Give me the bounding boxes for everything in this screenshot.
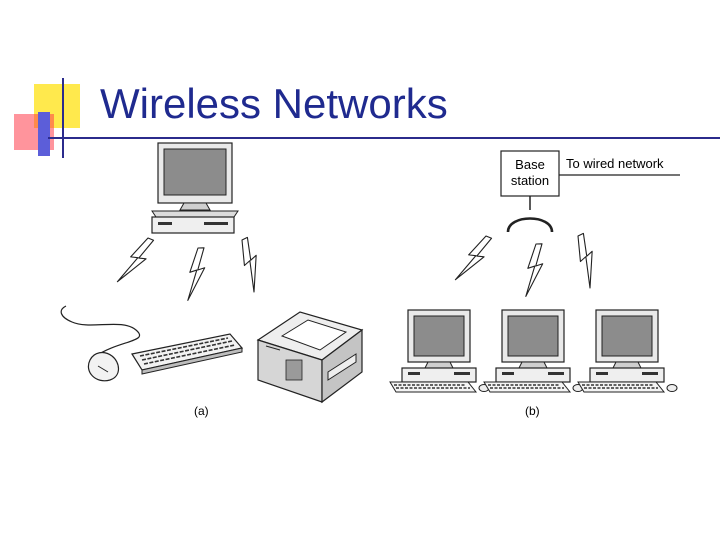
wired-network-label: To wired network — [566, 156, 664, 171]
lightning-icon — [566, 232, 607, 289]
base-station-label-line1: Base — [515, 157, 545, 172]
computer-icon — [389, 309, 490, 393]
base-station-label-line2: station — [511, 173, 549, 188]
computer-icon — [151, 142, 239, 234]
caption-a: (a) — [194, 404, 209, 418]
deco-vertical-line — [62, 78, 64, 158]
lightning-icon — [185, 247, 207, 301]
caption-b: (b) — [525, 404, 540, 418]
computer-icon — [577, 309, 678, 393]
keyboard-icon — [131, 333, 244, 375]
slide-title: Wireless Networks — [100, 80, 448, 127]
mouse-icon — [60, 305, 140, 382]
base-station-box: Base station — [500, 150, 560, 197]
lightning-icon — [523, 243, 545, 297]
title-underline — [48, 137, 720, 139]
computer-icon — [483, 309, 584, 393]
lightning-icon — [116, 232, 155, 290]
lightning-icon — [230, 236, 271, 293]
deco-bar-blue — [38, 112, 50, 156]
antenna-icon — [506, 196, 554, 233]
lightning-icon — [454, 230, 493, 288]
printer-icon — [256, 311, 364, 404]
